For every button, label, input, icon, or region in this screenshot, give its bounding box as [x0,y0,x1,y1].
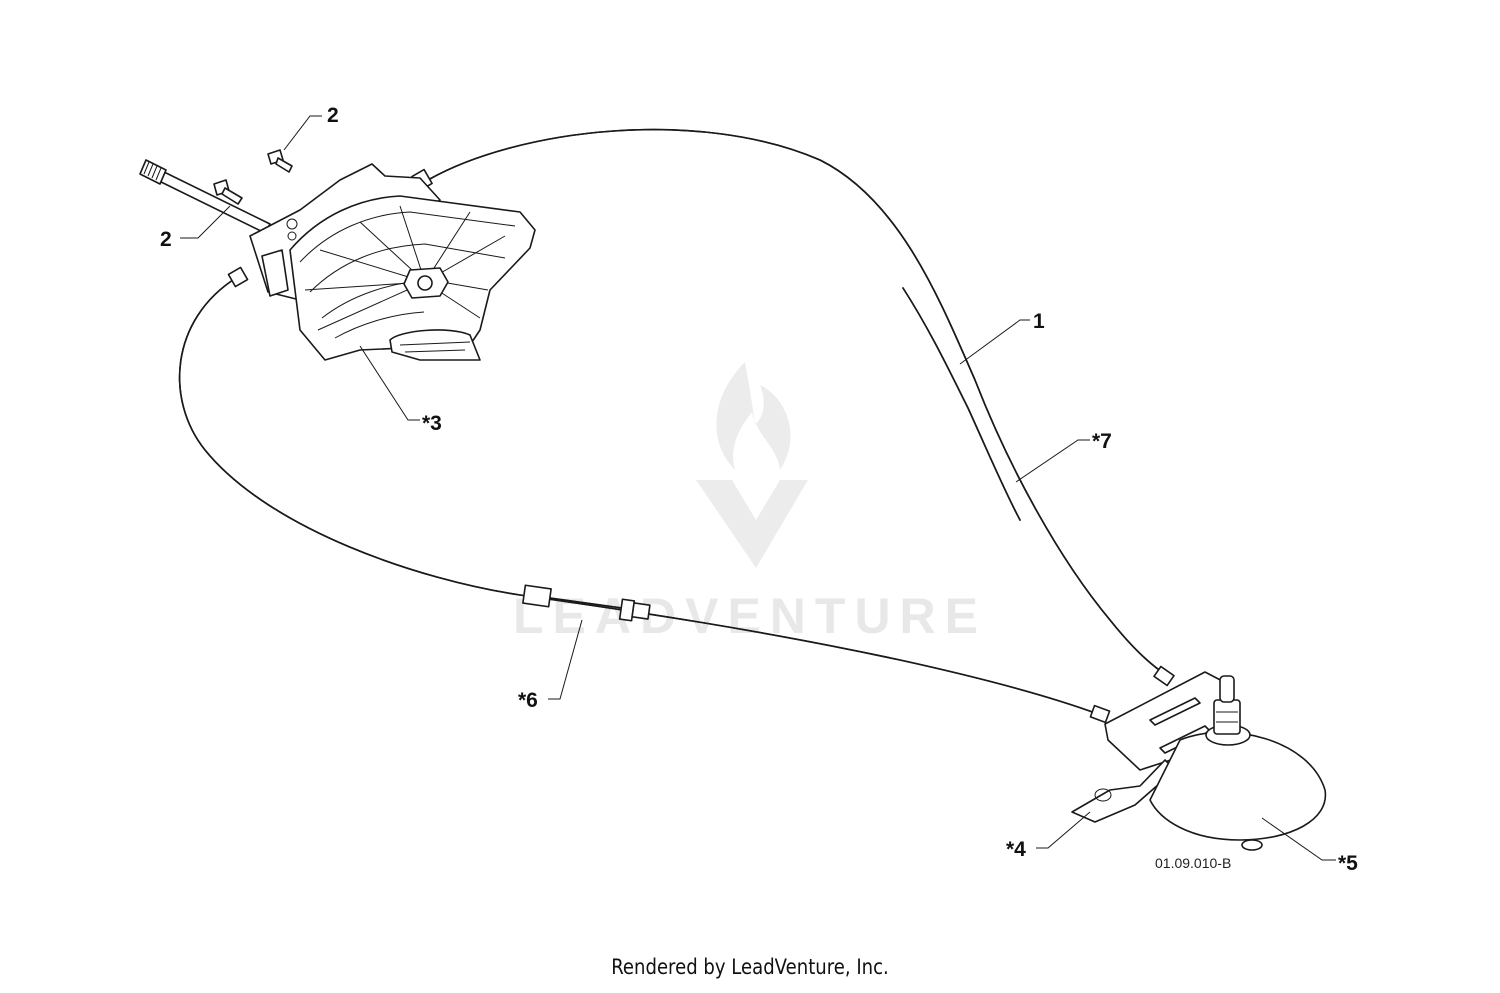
control-shaft [139,159,271,234]
callout-2-upper: 2 [327,104,339,127]
callout-3: *3 [422,412,442,435]
callout-4: *4 [1006,838,1026,861]
watermark-flame-icon [716,362,791,470]
callout-6: *6 [518,689,538,712]
bolt-upper [267,149,293,173]
bracket-assembly [1071,671,1327,851]
watermark-text: LEADVENTURE [513,588,987,644]
cable-lower [178,266,1111,724]
callout-7: *7 [1092,430,1112,453]
callout-5: *5 [1338,852,1358,875]
callout-1: 1 [1033,310,1045,333]
leader-lines [180,115,1336,861]
watermark: LEADVENTURE [513,362,987,644]
watermark-v-icon [696,480,808,568]
bolt-lower [213,179,243,205]
callout-2-lower: 2 [160,228,172,251]
drawing-code: 01.09.010-B [1155,855,1231,871]
footer-credit: Rendered by LeadVenture, Inc. [611,955,889,979]
callout-labels: 2 2 1 *7 *3 *6 *4 *5 01.09.010-B [160,104,1358,875]
control-assembly [249,163,536,361]
